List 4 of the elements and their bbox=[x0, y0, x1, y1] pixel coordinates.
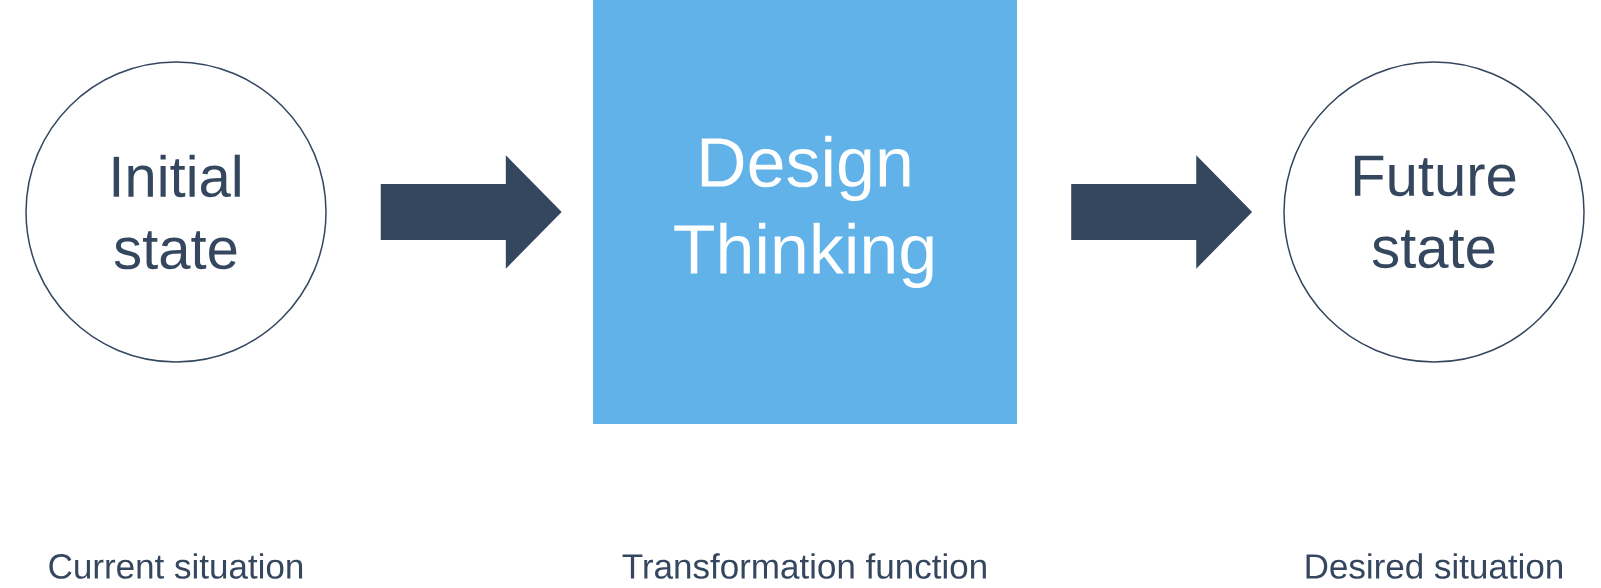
stage-label: Transformation function bbox=[622, 553, 986, 579]
process-box: Design Thinking bbox=[593, 0, 1017, 424]
stage-label: Current situation bbox=[49, 553, 303, 579]
stage-label: Desired situation bbox=[1306, 553, 1562, 579]
